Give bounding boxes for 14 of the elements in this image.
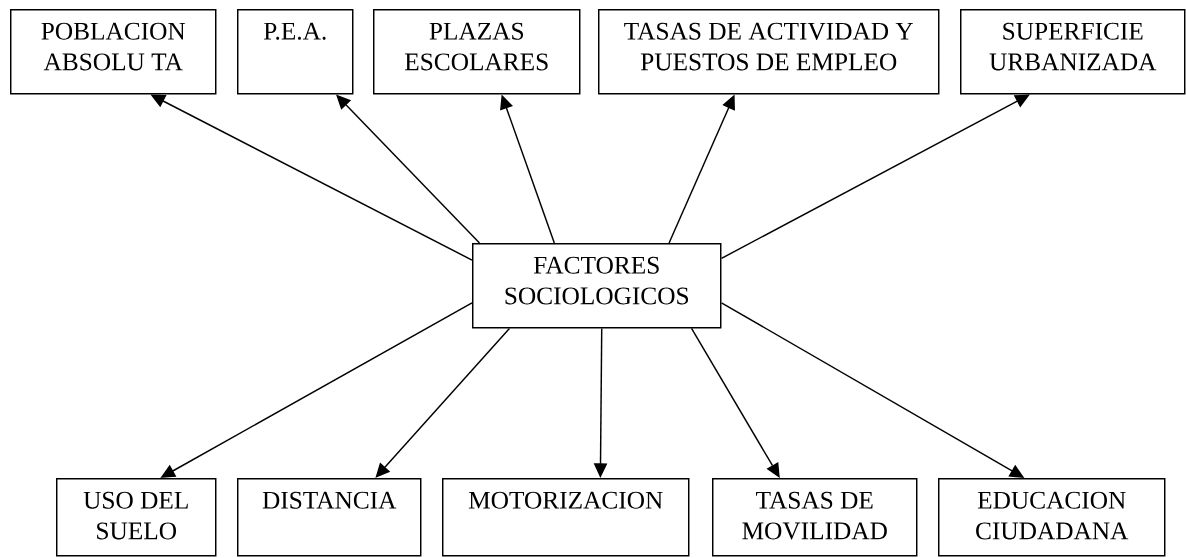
factor-box: TASAS DE MOVILIDAD [712, 478, 918, 557]
factor-box: POBLACION ABSOLU TA [10, 9, 217, 95]
factor-box: EDUCACION CIUDADANA [938, 478, 1166, 557]
arrow [690, 327, 780, 478]
factor-box: MOTORIZACION [442, 478, 690, 557]
factor-box: SUPERFICIE URBANIZADA [960, 9, 1186, 95]
factor-box: TASAS DE ACTIVIDAD Y PUESTOS DE EMPLEO [598, 9, 940, 95]
factor-box: P.E.A. [237, 9, 354, 95]
arrow [720, 94, 1030, 260]
factor-box: DISTANCIA [237, 478, 422, 557]
factor-box: PLAZAS ESCOLARES [373, 9, 581, 95]
arrow [375, 327, 511, 478]
center-box: FACTORES SOCIOLOGICOS [472, 243, 722, 329]
factor-box: USO DEL SUELO [56, 478, 217, 557]
